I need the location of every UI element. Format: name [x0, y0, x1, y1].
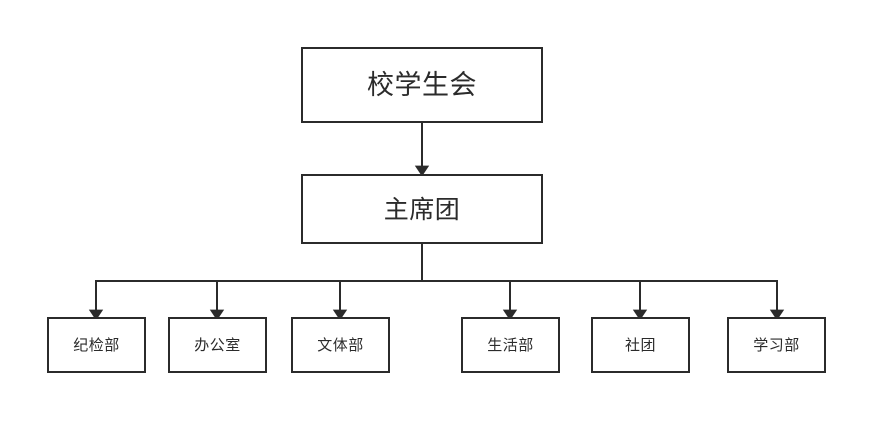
node-dept-clubs[interactable]: 社团: [591, 317, 690, 373]
node-dept-study-label: 学习部: [753, 335, 800, 354]
node-dept-study[interactable]: 学习部: [727, 317, 826, 373]
node-presidium-label: 主席团: [383, 194, 461, 224]
node-dept-living[interactable]: 生活部: [461, 317, 560, 373]
node-presidium[interactable]: 主席团: [301, 174, 543, 244]
node-dept-office[interactable]: 办公室: [168, 317, 267, 373]
node-dept-clubs-label: 社团: [624, 335, 656, 354]
node-root-label: 校学生会: [367, 69, 477, 101]
node-dept-culture-sports[interactable]: 文体部: [291, 317, 390, 373]
node-dept-discipline[interactable]: 纪检部: [47, 317, 146, 373]
node-root[interactable]: 校学生会: [301, 47, 543, 123]
node-dept-living-label: 生活部: [487, 335, 534, 354]
node-dept-culture-sports-label: 文体部: [317, 335, 364, 354]
node-dept-office-label: 办公室: [194, 335, 241, 354]
node-dept-discipline-label: 纪检部: [73, 335, 120, 354]
